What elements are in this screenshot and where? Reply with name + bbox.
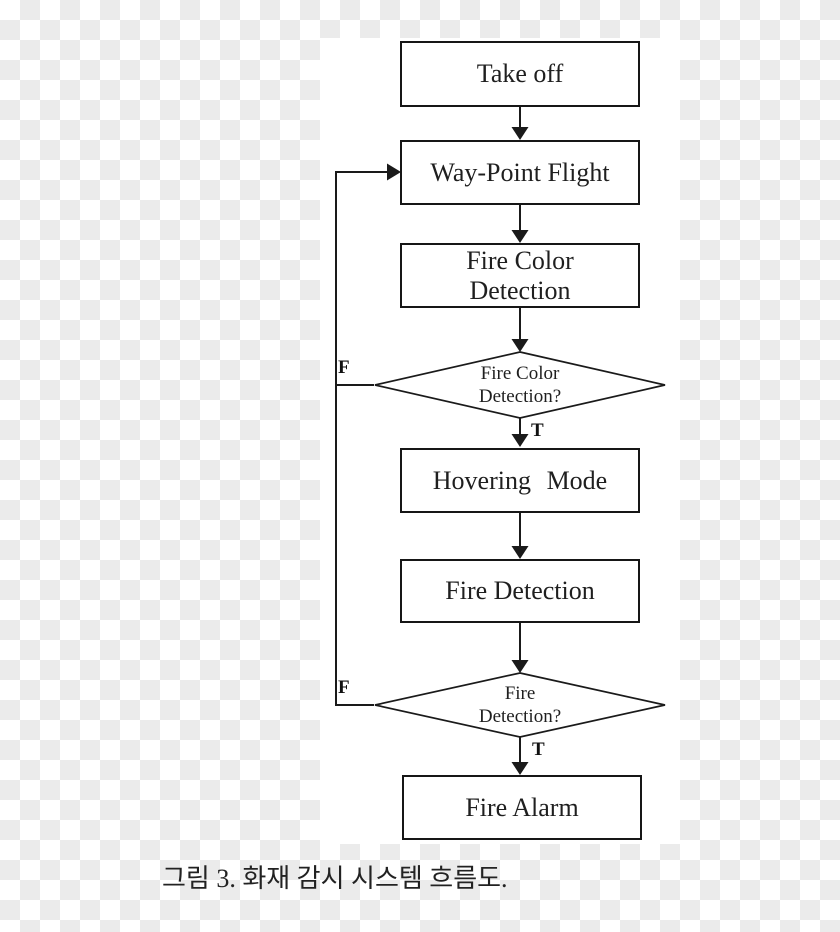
branch-label-true-decision1: T — [531, 420, 544, 441]
branch-label-true-decision2: T — [532, 739, 545, 760]
node-way-point-flight-label: Way-Point Flight — [430, 157, 610, 187]
arrowhead-right-icon — [387, 163, 401, 181]
decision-fire-color-line2: Detection? — [478, 386, 562, 407]
node-fire-alarm: Fire Alarm — [402, 775, 642, 840]
node-fire-color-detection-line2: Detection — [469, 275, 571, 305]
decision-fire-line2: Detection? — [478, 706, 562, 727]
decision-fire-line1: Fire — [504, 683, 536, 704]
decision-fire-label: Fire Detection? — [420, 682, 620, 728]
node-take-off-label: Take off — [476, 59, 564, 89]
arrowhead-down-icon — [511, 546, 529, 559]
node-fire-detection: Fire Detection — [400, 559, 640, 623]
node-fire-detection-label: Fire Detection — [445, 576, 595, 606]
node-take-off: Take off — [400, 41, 640, 107]
decision-fire-color-label: Fire Color Detection? — [420, 362, 620, 408]
branch-label-false-decision1: F — [338, 357, 350, 378]
arrowhead-down-icon — [511, 762, 529, 775]
branch-label-false-decision2: F — [338, 677, 350, 698]
node-hovering-mode: Hovering Mode — [400, 448, 640, 513]
arrowhead-down-icon — [511, 434, 529, 447]
decision-fire-color-line1: Fire Color — [480, 363, 560, 384]
loopback-line-false-branch — [335, 171, 390, 706]
node-fire-color-detection-line1: Fire Color — [466, 245, 574, 275]
arrowhead-down-icon — [511, 127, 529, 140]
arrowhead-down-icon — [511, 660, 529, 673]
node-way-point-flight: Way-Point Flight — [400, 140, 640, 205]
node-fire-alarm-label: Fire Alarm — [465, 792, 579, 822]
node-hovering-mode-label: Hovering Mode — [432, 465, 608, 495]
arrowhead-down-icon — [511, 339, 529, 352]
figure-caption: 그림 3. 화재 감시 시스템 흐름도. — [162, 864, 508, 893]
node-fire-color-detection: Fire Color Detection — [400, 243, 640, 308]
arrowhead-down-icon — [511, 230, 529, 243]
